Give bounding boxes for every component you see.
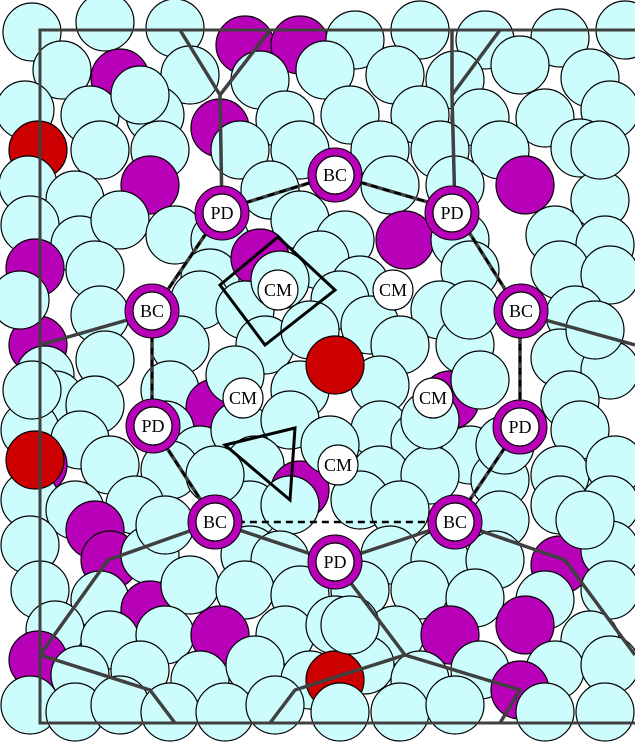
cyan-atom xyxy=(570,120,630,180)
cyan-atom xyxy=(0,270,50,330)
site-label: CM xyxy=(229,388,257,408)
tiling-line xyxy=(39,653,177,725)
cyan-atom xyxy=(210,120,270,180)
magenta-atom xyxy=(375,210,435,270)
site-marker xyxy=(222,377,264,419)
cyan-atom xyxy=(245,675,305,735)
site-bc-4: BC xyxy=(187,494,243,550)
site-cm-5: CM xyxy=(317,444,359,486)
site-pd-5: PD xyxy=(307,534,363,590)
site-bc-1: BC xyxy=(307,147,363,203)
site-marker xyxy=(500,407,540,447)
site-bc-3: BC xyxy=(493,283,549,339)
site-marker xyxy=(372,269,414,311)
site-cm-4: CM xyxy=(412,377,454,419)
site-label: CM xyxy=(324,455,352,475)
site-marker xyxy=(412,377,454,419)
site-label: CM xyxy=(264,280,292,300)
cyan-atom xyxy=(160,555,220,615)
cyan-atom xyxy=(75,0,135,52)
cyan-atom xyxy=(90,675,150,735)
site-marker xyxy=(133,406,173,446)
cyan-atom xyxy=(2,360,62,420)
tiling-line xyxy=(38,520,216,657)
site-label: BC xyxy=(509,301,533,321)
magenta-atom xyxy=(495,155,555,215)
site-label: CM xyxy=(379,280,407,300)
site-cm-3: CM xyxy=(222,377,264,419)
dashed-ring xyxy=(150,173,522,524)
site-marker xyxy=(132,291,172,331)
site-marker xyxy=(315,155,355,195)
site-marker xyxy=(435,502,475,542)
site-marker xyxy=(317,444,359,486)
cyan-atom xyxy=(450,350,510,410)
site-cm-1: CM xyxy=(257,269,299,311)
cyan-atom xyxy=(490,35,550,95)
cyan-atom xyxy=(425,675,485,735)
cyan-atom xyxy=(580,245,635,305)
cyan-atom xyxy=(320,595,380,655)
site-pd-3: PD xyxy=(125,398,181,454)
site-marker xyxy=(501,291,541,331)
site-label: BC xyxy=(323,165,347,185)
cyan-atom xyxy=(370,682,430,742)
cyan-atom xyxy=(555,490,615,550)
site-label: PD xyxy=(323,552,346,572)
cyan-atom xyxy=(360,155,420,215)
site-pd-2: PD xyxy=(424,185,480,241)
red-atom xyxy=(305,335,365,395)
labels-layer: BC PD PD BC BC CM CM CM CM PD PD CM BC BC PD xyxy=(124,147,549,590)
site-marker xyxy=(315,542,355,582)
site-label: PD xyxy=(440,203,463,223)
site-bc-5: BC xyxy=(427,494,483,550)
site-label: PD xyxy=(141,416,164,436)
cyan-atom xyxy=(310,682,370,742)
cyan-atom xyxy=(575,682,635,742)
site-marker xyxy=(432,193,472,233)
site-label: BC xyxy=(140,301,164,321)
cyan-atom xyxy=(70,120,130,180)
red-atom xyxy=(5,430,65,490)
cyan-atom xyxy=(515,682,575,742)
tiling-line xyxy=(333,560,522,724)
outer-frame xyxy=(38,28,635,725)
magenta-atom xyxy=(495,595,555,655)
square-motif xyxy=(217,235,338,348)
tiling-line xyxy=(268,653,406,725)
cyan-atom xyxy=(440,280,500,340)
tiling-line xyxy=(454,520,635,657)
site-pd-4: PD xyxy=(492,399,548,455)
cyan-atom xyxy=(32,40,92,100)
cyan-atom xyxy=(90,190,150,250)
cyan-atom xyxy=(565,300,625,360)
site-label: PD xyxy=(508,417,531,437)
site-label: BC xyxy=(203,512,227,532)
site-bc-2: BC xyxy=(124,283,180,339)
site-cm-2: CM xyxy=(372,269,414,311)
cyan-atom xyxy=(110,65,170,125)
cyan-atom xyxy=(195,682,255,742)
site-marker xyxy=(257,269,299,311)
site-label: CM xyxy=(419,388,447,408)
site-pd-1: PD xyxy=(194,185,250,241)
triangle-motif xyxy=(221,426,297,504)
cyan-atom xyxy=(295,40,355,100)
site-marker xyxy=(195,502,235,542)
site-marker xyxy=(202,193,242,233)
site-label: BC xyxy=(443,512,467,532)
site-label: PD xyxy=(210,203,233,223)
